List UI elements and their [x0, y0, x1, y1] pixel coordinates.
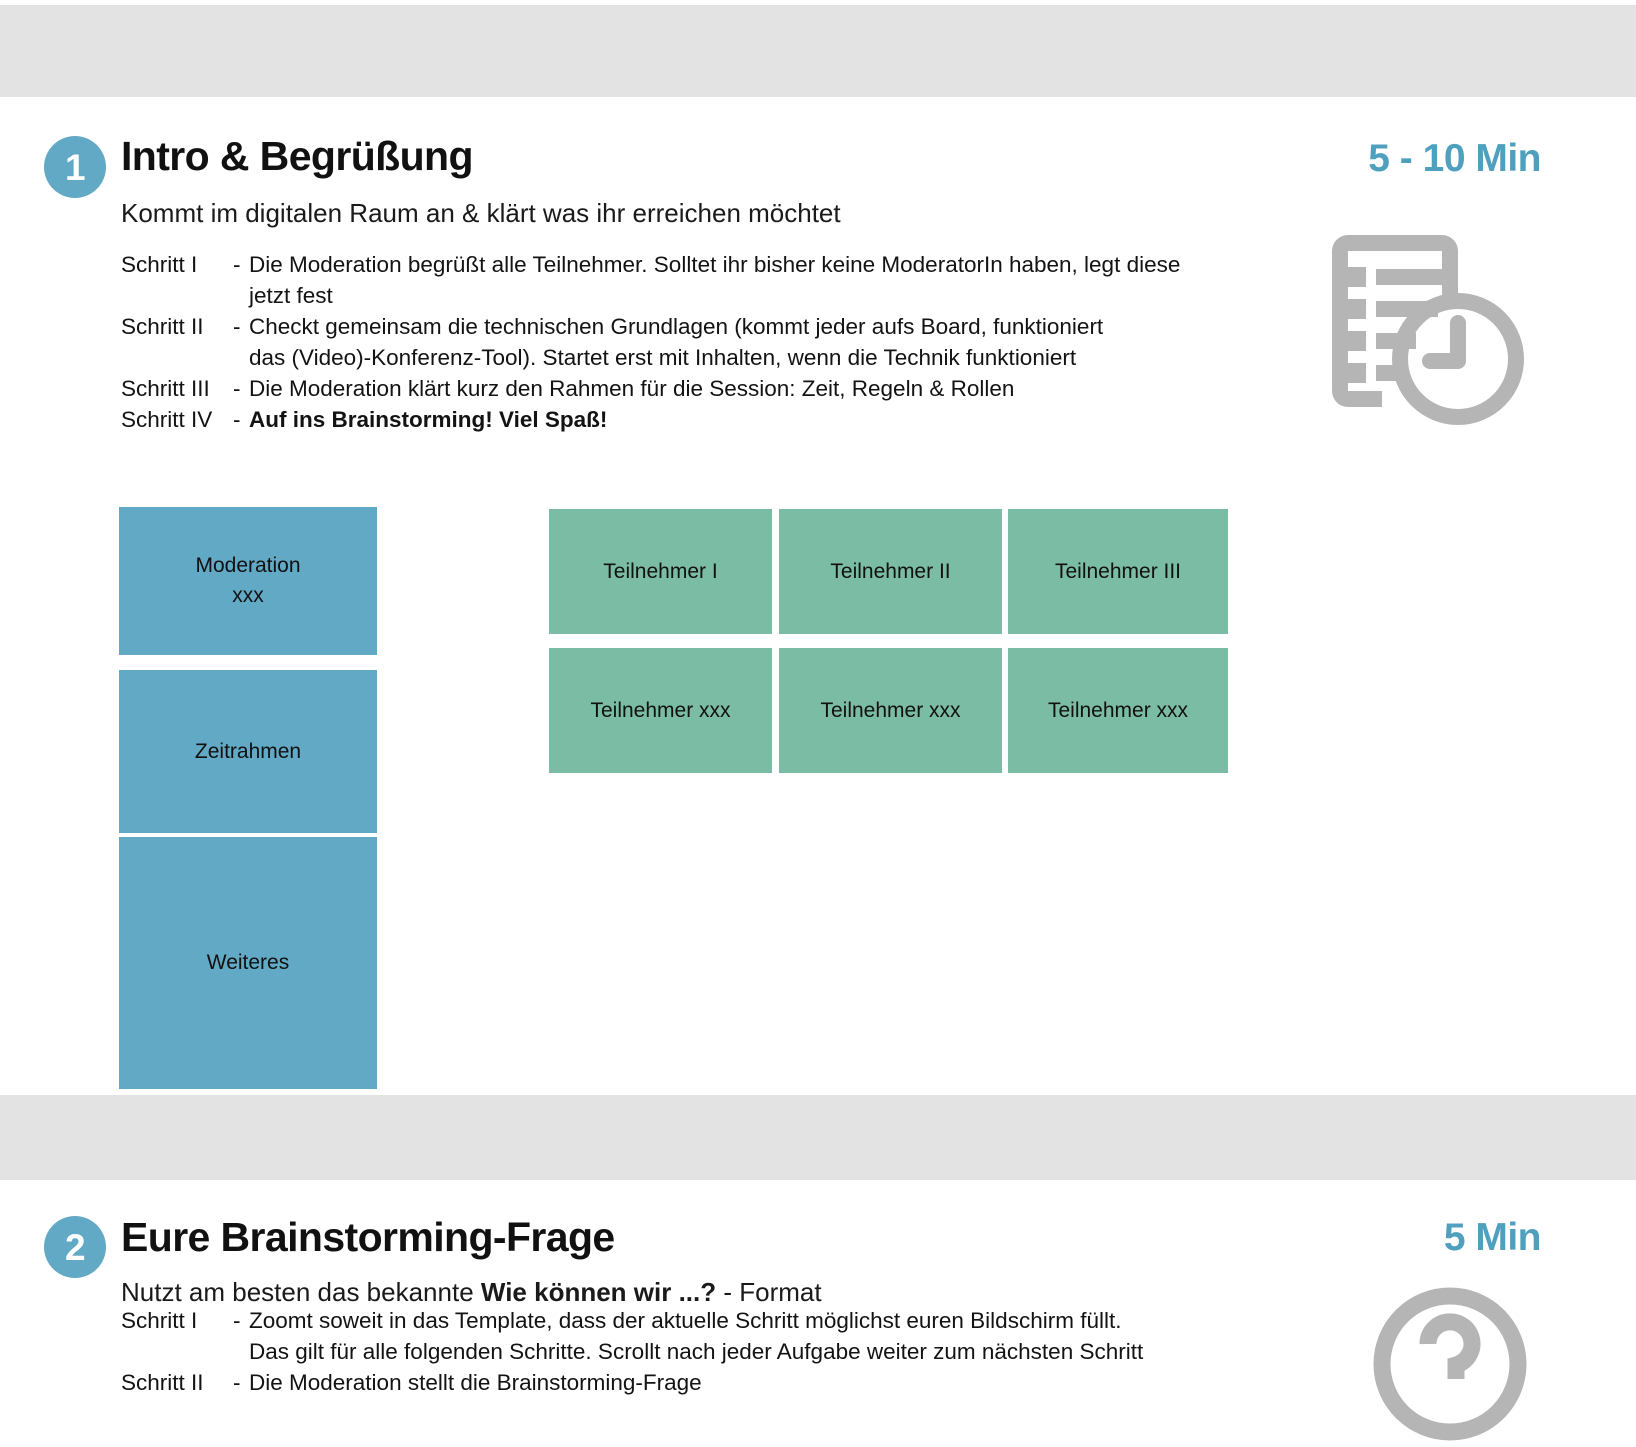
role-card-line1: Zeitrahmen	[194, 739, 302, 763]
step-label: Schritt IV	[121, 407, 213, 432]
section-1-title: Intro & Begrüßung	[121, 133, 474, 179]
step-label: Schritt I	[121, 1308, 198, 1333]
step-text: Die Moderation begrüßt alle Teilnehmer. …	[249, 252, 1181, 277]
document-clock-icon	[1318, 227, 1533, 432]
step-item: Schritt III - Die Moderation klärt kurz …	[121, 373, 1180, 404]
role-card[interactable]: Zeitrahmen	[119, 670, 377, 833]
participant-card[interactable]: Teilnehmer xxx	[1008, 648, 1228, 773]
role-card-line2: xxx	[232, 584, 264, 607]
step-number-badge-1-label: 1	[64, 146, 86, 188]
section-1-duration: 5 - 10 Min	[1368, 137, 1541, 180]
participant-card-label: Teilnehmer I	[603, 559, 718, 583]
step-item: Schritt II - Checkt gemeinsam die techni…	[121, 311, 1180, 342]
role-card[interactable]: Weiteres	[119, 837, 377, 1089]
step-text-bold: Auf ins Brainstorming! Viel Spaß!	[249, 407, 608, 432]
participant-card[interactable]: Teilnehmer III	[1008, 509, 1228, 634]
section-1-steps-list: Schritt I - Die Moderation begrüßt alle …	[121, 249, 1180, 435]
step-continuation: jetzt fest	[249, 283, 333, 308]
participant-card[interactable]: Teilnehmer xxx	[779, 648, 1002, 773]
section-2-duration: 5 Min	[1443, 1216, 1542, 1259]
step-item: Schritt I - Zoomt soweit in das Template…	[121, 1305, 1143, 1336]
step-text: Checkt gemeinsam die technischen Grundla…	[249, 314, 1104, 339]
step-item: Schritt I - Die Moderation begrüßt alle …	[121, 249, 1180, 280]
participant-card[interactable]: Teilnehmer I	[549, 509, 772, 634]
section-2-subtitle-emphasis: Wie können wir ...?	[480, 1277, 717, 1307]
participant-card-label: Teilnehmer II	[830, 559, 951, 583]
step-text: Die Moderation stellt die Brainstorming-…	[249, 1370, 702, 1395]
participant-card-label: Teilnehmer xxx	[590, 698, 731, 722]
role-card[interactable]: Moderation xxx	[119, 507, 377, 655]
workshop-template-page: 1 Intro & Begrüßung Kommt im digitalen R…	[0, 5, 1636, 1441]
step-text: Die Moderation klärt kurz den Rahmen für…	[249, 376, 1015, 401]
section-brainstorming-frage: 2 Eure Brainstorming-Frage Nutzt am best…	[0, 1180, 1636, 1441]
participant-card-label: Teilnehmer xxx	[1047, 698, 1189, 722]
section-2-title: Eure Brainstorming-Frage	[121, 1214, 615, 1260]
step-number-badge-1: 1	[44, 136, 106, 198]
participant-card[interactable]: Teilnehmer II	[779, 509, 1002, 634]
section-2-subtitle: Nutzt am besten das bekannte Wie können …	[121, 1277, 822, 1308]
section-1-subtitle: Kommt im digitalen Raum an & klärt was i…	[121, 198, 841, 228]
step-item: Schritt II - Die Moderation stellt die B…	[121, 1367, 1143, 1398]
section-2-subtitle-prefix: Nutzt am besten das bekannte	[121, 1277, 481, 1307]
role-card-line1: Weiteres	[206, 951, 290, 974]
participant-card[interactable]: Teilnehmer xxx	[549, 648, 772, 773]
step-dash: -	[233, 1370, 241, 1395]
role-card-line1: Moderation	[195, 554, 301, 577]
step-item: Schritt IV - Auf ins Brainstorming! Viel…	[121, 404, 1180, 435]
step-dash: -	[233, 1308, 241, 1333]
step-dash: -	[233, 252, 241, 277]
step-number-badge-2-label: 2	[64, 1226, 86, 1268]
step-dash: -	[233, 376, 241, 401]
step-label: Schritt II	[121, 1370, 204, 1395]
participant-card-label: Teilnehmer xxx	[820, 698, 961, 722]
step-text: Auf ins Brainstorming! Viel Spaß!	[249, 404, 607, 435]
participant-card-label: Teilnehmer III	[1054, 559, 1182, 583]
top-separator-band	[0, 5, 1636, 97]
step-continuation: das (Video)-Konferenz-Tool). Startet ers…	[249, 345, 1077, 370]
step-label: Schritt II	[121, 314, 204, 339]
middle-separator-band	[0, 1095, 1636, 1180]
section-intro-begruessung: 1 Intro & Begrüßung Kommt im digitalen R…	[0, 97, 1636, 1095]
section-2-subtitle-suffix: - Format	[716, 1277, 822, 1307]
step-dash: -	[233, 314, 241, 339]
section-2-steps-list: Schritt I - Zoomt soweit in das Template…	[121, 1305, 1143, 1398]
step-number-badge-2: 2	[44, 1216, 106, 1278]
step-label: Schritt III	[121, 376, 210, 401]
step-continuation: Das gilt für alle folgenden Schritte. Sc…	[249, 1339, 1144, 1364]
step-label: Schritt I	[121, 252, 198, 277]
step-dash: -	[233, 407, 241, 432]
step-text: Zoomt soweit in das Template, dass der a…	[249, 1308, 1122, 1333]
question-mark-circle-icon	[1368, 1282, 1533, 1447]
